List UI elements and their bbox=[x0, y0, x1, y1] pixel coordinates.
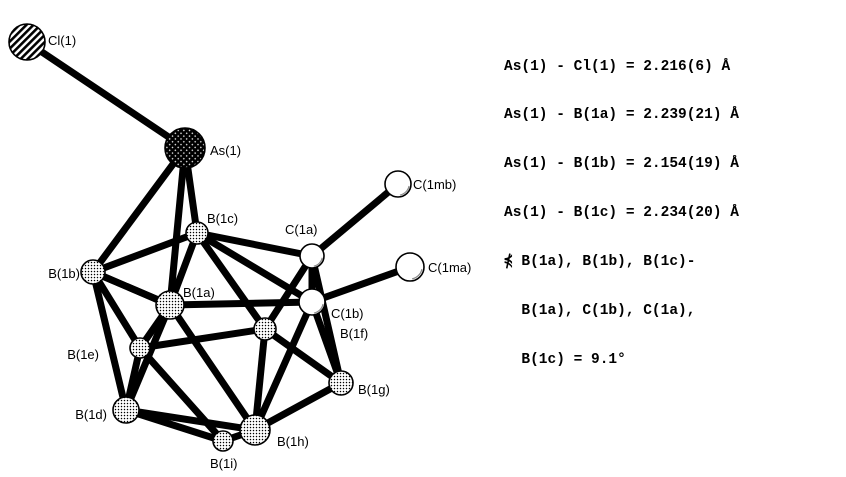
bond-b1a-b1h bbox=[166, 301, 259, 434]
atom-c1a: C(1a) bbox=[285, 222, 325, 269]
atom-layer: Cl(1) As(1) C(1mb) C(1ma) B(1c) C(1a) B(1b) B(1… bbox=[8, 23, 471, 471]
bond-c1b-cma bbox=[308, 263, 414, 306]
bond-b1c-b1f bbox=[193, 229, 269, 333]
atom-sphere bbox=[384, 170, 412, 198]
info-line: As(1) - B(1a) = 2.239(21) Å bbox=[504, 107, 739, 124]
bond-geometry-annotation: As(1) - Cl(1) = 2.216(6) Å As(1) - B(1a)… bbox=[504, 26, 739, 385]
atom-sphere bbox=[80, 259, 106, 285]
atom-label: C(1mb) bbox=[413, 177, 456, 192]
atom-label: B(1c) bbox=[207, 211, 238, 226]
bond-b1g-b1h bbox=[251, 379, 345, 434]
atom-sphere bbox=[395, 252, 425, 282]
atom-cmb: C(1mb) bbox=[384, 170, 456, 198]
bond-c1a-b1f bbox=[261, 252, 316, 333]
atom-label: B(1e) bbox=[67, 347, 99, 362]
bond-b1b-b1e bbox=[89, 268, 144, 352]
atom-cl1: Cl(1) bbox=[8, 23, 76, 61]
atom-label: C(1b) bbox=[331, 306, 364, 321]
bond-b1b-b1c bbox=[89, 229, 201, 276]
info-line: As(1) - B(1b) = 2.154(19) Å bbox=[504, 156, 739, 173]
bond-b1d-b1i bbox=[122, 406, 227, 445]
atom-b1c: B(1c) bbox=[185, 211, 238, 245]
bond-b1b-b1d bbox=[89, 268, 130, 414]
bond-as1-b1a bbox=[166, 144, 189, 309]
bond-c1a-cmb bbox=[308, 180, 402, 260]
atom-shading bbox=[411, 268, 423, 280]
atom-shading bbox=[313, 257, 323, 267]
atom-label: B(1g) bbox=[358, 382, 390, 397]
atom-sphere bbox=[253, 317, 277, 341]
atom-label: B(1b) bbox=[48, 266, 80, 281]
atom-shading bbox=[399, 185, 410, 196]
atom-b1g: B(1g) bbox=[328, 370, 390, 397]
atom-label: B(1a) bbox=[183, 285, 215, 300]
atom-shading bbox=[313, 303, 324, 314]
bond-b1f-b1g bbox=[261, 325, 345, 387]
atom-sphere bbox=[298, 288, 326, 316]
bond-as1-b1b bbox=[89, 144, 189, 276]
bond-c1b-b1a bbox=[166, 298, 316, 309]
atom-b1b: B(1b) bbox=[48, 259, 106, 285]
bond-b1e-b1f bbox=[136, 325, 269, 352]
info-line: B(1a), C(1b), C(1a), bbox=[504, 303, 696, 320]
atom-label: B(1f) bbox=[340, 326, 368, 341]
bond-c1b-b1h bbox=[251, 298, 316, 434]
atom-sphere bbox=[155, 290, 185, 320]
atom-sphere bbox=[212, 430, 234, 452]
info-line: ⋠ B(1a), B(1b), B(1c)- bbox=[504, 254, 696, 271]
atom-b1a: B(1a) bbox=[155, 285, 215, 320]
atom-label: Cl(1) bbox=[48, 33, 76, 48]
atom-sphere bbox=[164, 127, 206, 169]
atom-cma: C(1ma) bbox=[395, 252, 471, 282]
atom-label: B(1d) bbox=[75, 407, 107, 422]
bond-as1-cl1 bbox=[23, 38, 189, 152]
bond-b1f-b1h bbox=[251, 325, 269, 434]
atom-sphere bbox=[129, 337, 151, 359]
atom-b1f: B(1f) bbox=[253, 317, 368, 341]
atom-b1i: B(1i) bbox=[210, 430, 237, 471]
atom-label: As(1) bbox=[210, 143, 241, 158]
atom-as1: As(1) bbox=[164, 127, 241, 169]
atom-b1h: B(1h) bbox=[239, 414, 309, 449]
atom-sphere bbox=[328, 370, 354, 396]
atom-sphere bbox=[8, 23, 46, 61]
atom-sphere bbox=[112, 396, 140, 424]
info-line: As(1) - Cl(1) = 2.216(6) Å bbox=[504, 58, 731, 75]
atom-label: C(1ma) bbox=[428, 260, 471, 275]
bond-c1b-b1g bbox=[308, 298, 345, 387]
atom-label: B(1h) bbox=[277, 434, 309, 449]
atom-label: B(1i) bbox=[210, 456, 237, 471]
atom-sphere bbox=[239, 414, 271, 446]
atom-label: C(1a) bbox=[285, 222, 318, 237]
info-line: As(1) - B(1c) = 2.234(20) Å bbox=[504, 205, 739, 222]
info-line: B(1c) = 9.1° bbox=[504, 351, 626, 368]
atom-sphere bbox=[299, 243, 325, 269]
atom-b1e: B(1e) bbox=[67, 337, 151, 362]
atom-sphere bbox=[185, 221, 209, 245]
atom-b1d: B(1d) bbox=[75, 396, 140, 424]
bond-b1c-c1b bbox=[193, 229, 316, 306]
bond-b1c-c1a bbox=[193, 229, 316, 260]
atom-c1b: C(1b) bbox=[298, 288, 364, 321]
